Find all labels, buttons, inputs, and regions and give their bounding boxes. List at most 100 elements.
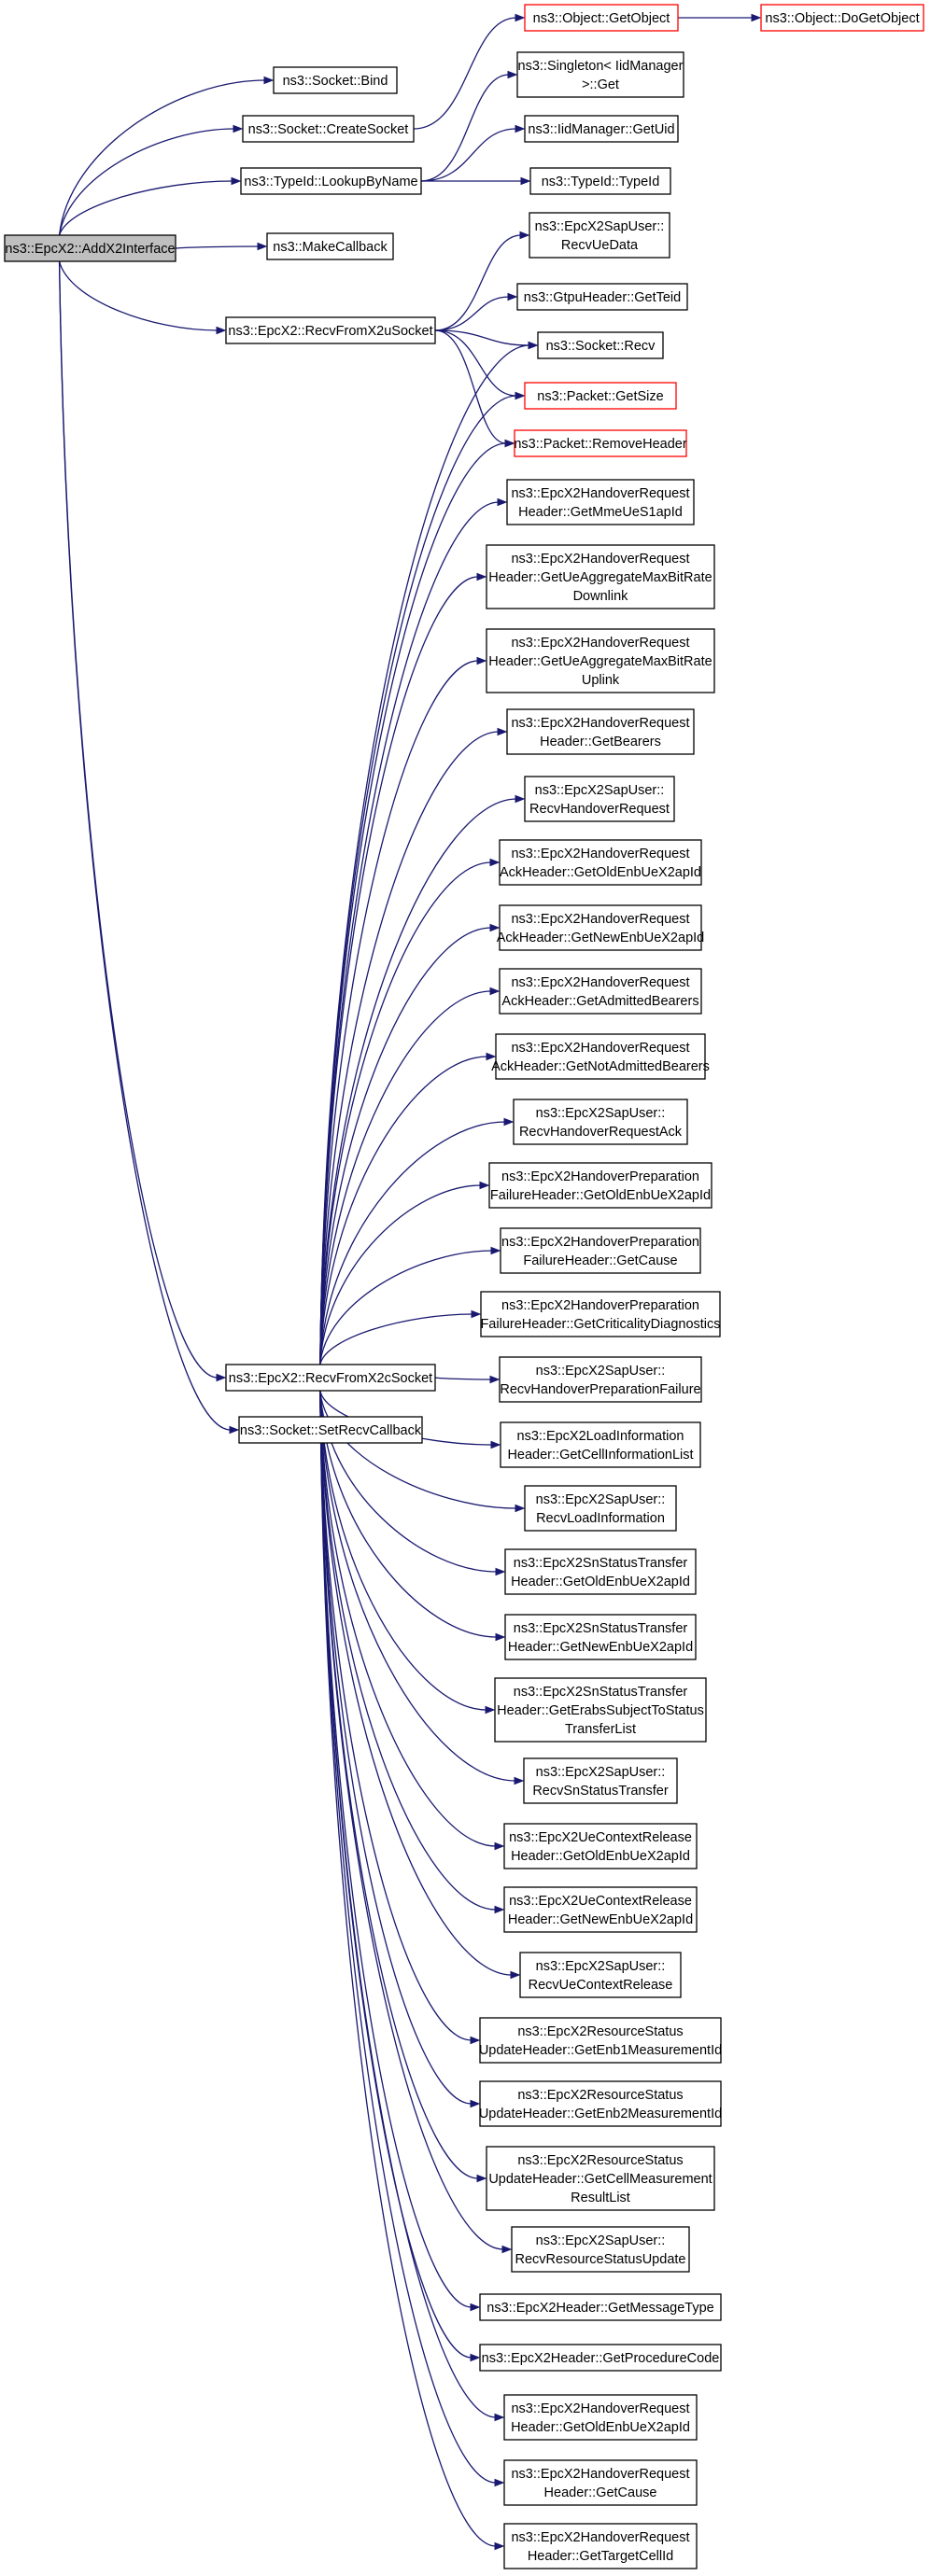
node-n30[interactable]: ns3::EpcX2HandoverPreparationFailureHead… [480, 1291, 721, 1337]
node-recvuedata[interactable]: ns3::EpcX2SapUser::RecvUeData [529, 212, 670, 259]
node-label: ns3::EpcX2SnStatusTransfer [514, 1685, 688, 1700]
edge-recvx2c-to-n39 [319, 1390, 505, 1914]
node-label: ns3::EpcX2::RecvFromX2cSocket [229, 1371, 432, 1386]
node-label: ns3::EpcX2HandoverRequest [511, 716, 689, 731]
node-n31[interactable]: ns3::EpcX2SapUser::RecvHandoverPreparati… [499, 1356, 702, 1403]
node-box [537, 331, 664, 359]
node-label: ns3::EpcX2HandoverRequest [511, 2530, 689, 2545]
node-getteid[interactable]: ns3::GtpuHeader::GetTeid [516, 283, 688, 311]
node-getsize[interactable]: ns3::Packet::GetSize [524, 382, 677, 410]
node-recvx2u[interactable]: ns3::EpcX2::RecvFromX2uSocket [225, 316, 436, 344]
node-n25[interactable]: ns3::EpcX2HandoverRequestAckHeader::GetA… [499, 968, 702, 1015]
node-label: RecvUeData [561, 238, 639, 253]
node-label: ns3::EpcX2HandoverRequest [511, 1041, 689, 1056]
node-box [516, 283, 688, 311]
node-label: RecvHandoverPreparationFailure [500, 1382, 700, 1397]
node-label: ns3::EpcX2Header::GetProcedureCode [482, 2351, 720, 2366]
node-n44[interactable]: ns3::EpcX2SapUser::RecvResourceStatusUpd… [511, 2226, 690, 2273]
node-label: ns3::GtpuHeader::GetTeid [524, 290, 681, 305]
node-n26[interactable]: ns3::EpcX2HandoverRequestAckHeader::GetN… [491, 1033, 710, 1080]
edge-recvx2c-to-n36 [319, 1390, 496, 1715]
node-n27[interactable]: ns3::EpcX2SapUser::RecvHandoverRequestAc… [513, 1099, 688, 1145]
node-label: ns3::EpcX2ResourceStatus [517, 2153, 683, 2168]
node-box [240, 167, 422, 195]
node-socketrecv[interactable]: ns3::Socket::Recv [537, 331, 664, 359]
node-makecallback[interactable]: ns3::MakeCallback [266, 232, 394, 260]
node-box [524, 382, 677, 410]
node-n29[interactable]: ns3::EpcX2HandoverPreparationFailureHead… [500, 1227, 701, 1274]
node-box [499, 904, 702, 951]
node-n40[interactable]: ns3::EpcX2SapUser::RecvUeContextRelease [519, 1952, 682, 1998]
node-label: ns3::EpcX2HandoverRequest [511, 486, 689, 501]
edge-recvx2c-to-n38 [319, 1390, 505, 1851]
call-graph-nodes: ns3::EpcX2::AddX2Interface ns3::Socket::B… [4, 4, 924, 2569]
node-n47[interactable]: ns3::EpcX2HandoverRequestHeader::GetOldE… [503, 2394, 698, 2441]
node-setrecvcallback[interactable]: ns3::Socket::SetRecvCallback [238, 1416, 423, 1444]
node-label: ns3::Socket::Recv [546, 339, 656, 354]
node-n22[interactable]: ns3::EpcX2SapUser::RecvHandoverRequest [524, 776, 675, 822]
node-createsocket[interactable]: ns3::Socket::CreateSocket [242, 115, 415, 143]
edge-recvx2c-to-getsize [319, 391, 526, 1365]
node-label: ns3::EpcX2::AddX2Interface [5, 242, 175, 257]
node-n38[interactable]: ns3::EpcX2UeContextReleaseHeader::GetOld… [503, 1823, 698, 1869]
node-box [479, 2017, 722, 2064]
node-n49[interactable]: ns3::EpcX2HandoverRequestHeader::GetTarg… [503, 2523, 698, 2569]
node-box [486, 628, 715, 693]
node-n23[interactable]: ns3::EpcX2HandoverRequestAckHeader::GetO… [499, 839, 702, 886]
node-n34[interactable]: ns3::EpcX2SnStatusTransferHeader::GetOld… [504, 1548, 697, 1595]
node-dogetobject[interactable]: ns3::Object::DoGetObject [760, 4, 924, 32]
node-label: RecvSnStatusTransfer [532, 1784, 668, 1799]
node-label: ns3::EpcX2UeContextRelease [509, 1894, 692, 1909]
call-graph-edges [58, 13, 762, 2551]
node-box [486, 544, 715, 609]
node-n48[interactable]: ns3::EpcX2HandoverRequestHeader::GetCaus… [503, 2459, 698, 2506]
node-box [242, 115, 415, 143]
node-typeid[interactable]: ns3::TypeId::TypeId [529, 167, 671, 195]
node-lookupbyname[interactable]: ns3::TypeId::LookupByName [240, 167, 422, 195]
node-getuid[interactable]: ns3::IidManager::GetUid [524, 115, 679, 143]
node-label: ns3::EpcX2HandoverRequest [511, 2467, 689, 2482]
node-box [513, 1099, 688, 1145]
node-n41[interactable]: ns3::EpcX2ResourceStatusUpdateHeader::Ge… [479, 2017, 722, 2064]
node-n43[interactable]: ns3::EpcX2ResourceStatusUpdateHeader::Ge… [486, 2146, 715, 2211]
node-n18[interactable]: ns3::EpcX2HandoverRequestHeader::GetMmeU… [506, 479, 695, 525]
node-n20[interactable]: ns3::EpcX2HandoverRequestHeader::GetUeAg… [486, 628, 715, 693]
node-n42[interactable]: ns3::EpcX2ResourceStatusUpdateHeader::Ge… [479, 2080, 722, 2127]
node-label: AckHeader::GetOldEnbUeX2apId [500, 865, 701, 880]
node-label: FailureHeader::GetCause [523, 1253, 677, 1268]
edge-recvx2c-to-n28 [319, 1181, 490, 1365]
node-recvx2c[interactable]: ns3::EpcX2::RecvFromX2cSocket [225, 1364, 436, 1392]
node-n45[interactable]: ns3::EpcX2Header::GetMessageType [479, 2293, 722, 2321]
edge-root-to-recvx2c [58, 260, 227, 1382]
node-label: ns3::EpcX2SapUser:: [535, 783, 665, 798]
node-label: AckHeader::GetAdmittedBearers [501, 994, 698, 1009]
node-n28[interactable]: ns3::EpcX2HandoverPreparationFailureHead… [488, 1162, 712, 1209]
node-box [514, 429, 687, 457]
node-n33[interactable]: ns3::EpcX2SapUser::RecvLoadInformation [524, 1485, 677, 1532]
node-label: ns3::TypeId::TypeId [542, 175, 660, 189]
node-box [524, 115, 679, 143]
node-n36[interactable]: ns3::EpcX2SnStatusTransferHeader::GetEra… [494, 1677, 707, 1743]
node-label: ns3::IidManager::GetUid [528, 122, 674, 137]
node-removeheader[interactable]: ns3::Packet::RemoveHeader [514, 429, 687, 457]
node-n19[interactable]: ns3::EpcX2HandoverRequestHeader::GetUeAg… [486, 544, 715, 609]
node-n46[interactable]: ns3::EpcX2Header::GetProcedureCode [479, 2344, 722, 2372]
node-n35[interactable]: ns3::EpcX2SnStatusTransferHeader::GetNew… [504, 1614, 697, 1660]
edge-recvx2c-to-n37 [319, 1390, 525, 1785]
node-box [503, 1823, 698, 1869]
node-n24[interactable]: ns3::EpcX2HandoverRequestAckHeader::GetN… [497, 904, 704, 951]
edge-recvx2c-to-n49 [319, 1390, 505, 2551]
node-bind[interactable]: ns3::Socket::Bind [273, 66, 398, 94]
node-label: AckHeader::GetNewEnbUeX2apId [497, 931, 704, 945]
node-root[interactable]: ns3::EpcX2::AddX2Interface [4, 234, 176, 262]
node-n21[interactable]: ns3::EpcX2HandoverRequestHeader::GetBear… [506, 708, 695, 755]
node-n39[interactable]: ns3::EpcX2UeContextReleaseHeader::GetNew… [503, 1886, 698, 1933]
edge-recvx2c-to-n21 [319, 727, 508, 1365]
node-n37[interactable]: ns3::EpcX2SapUser::RecvSnStatusTransfer [523, 1757, 678, 1804]
node-getobject[interactable]: ns3::Object::GetObject [524, 4, 679, 32]
node-singleton[interactable]: ns3::Singleton< IidManager>::Get [516, 51, 684, 98]
node-n32[interactable]: ns3::EpcX2LoadInformationHeader::GetCell… [500, 1421, 701, 1468]
edge-recvx2c-to-n42 [319, 1390, 481, 2108]
node-label: ns3::EpcX2SapUser:: [536, 1959, 666, 1974]
